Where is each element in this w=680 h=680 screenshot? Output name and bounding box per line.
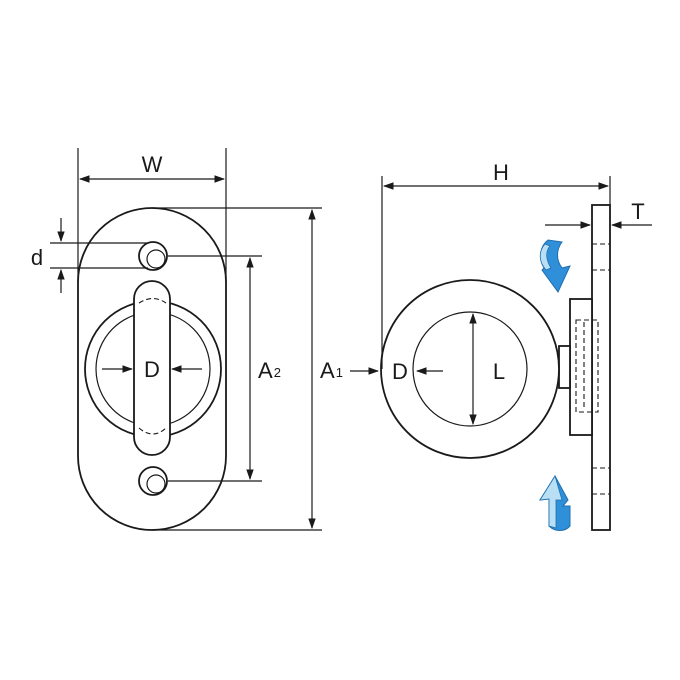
label-ring-d-front: D <box>144 357 160 382</box>
label-w: W <box>142 152 163 177</box>
front-view: W d D A2 A1 <box>31 148 343 531</box>
dim-l: L <box>469 312 505 426</box>
folding-ring <box>133 280 171 456</box>
label-l: L <box>493 359 505 384</box>
label-ring-d-side: D <box>392 359 408 384</box>
label-d: d <box>31 245 43 270</box>
label-a1: A <box>320 358 335 383</box>
label-a2: A <box>258 358 273 383</box>
label-h: H <box>493 160 509 185</box>
dim-h: H <box>381 160 611 369</box>
dim-w: W <box>77 148 227 282</box>
dim-d: d <box>31 218 148 293</box>
dim-t: T <box>545 199 652 229</box>
hinge-block <box>558 298 599 436</box>
side-view: H T D L <box>350 160 652 531</box>
curved-arrow-down-icon <box>539 239 571 293</box>
dim-ring-d-side: D <box>350 359 443 384</box>
dim-ring-d-front: D <box>102 357 202 382</box>
label-t: T <box>631 199 644 224</box>
plate-side <box>591 204 611 531</box>
top-hole <box>138 241 168 271</box>
label-a2-sub: 2 <box>274 365 281 380</box>
label-a1-sub: 1 <box>336 365 343 380</box>
hidden-hole-lines <box>592 243 610 495</box>
bottom-hole <box>138 466 168 496</box>
dim-a2: A2 <box>168 255 281 482</box>
curved-arrow-up-icon <box>539 475 571 531</box>
svg-text:A2: A2 <box>258 358 281 383</box>
dim-a1: A1 <box>152 207 343 531</box>
svg-text:A1: A1 <box>320 358 343 383</box>
